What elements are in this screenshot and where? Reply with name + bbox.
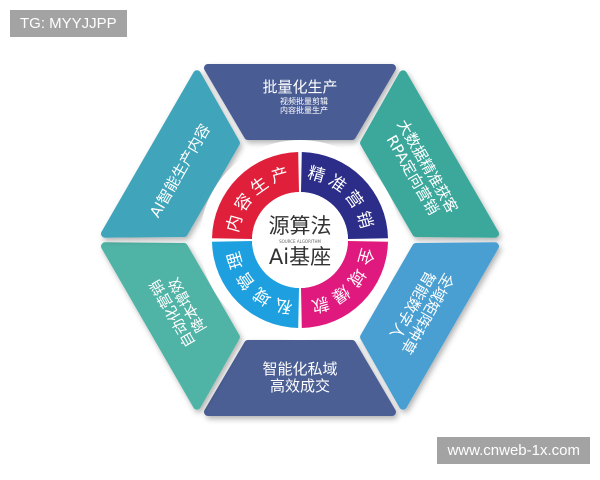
center-label: Ai基座: [269, 245, 331, 269]
quadrant-0: [212, 152, 299, 239]
center-title: 源算法: [269, 214, 332, 238]
quadrant-1: [301, 152, 388, 239]
quadrant-3: [212, 241, 299, 328]
segment-1: [360, 70, 499, 238]
segment-0: [204, 64, 396, 140]
segment-5: [101, 70, 240, 238]
segment-subtitle: 视频批量剪辑: [280, 96, 328, 106]
watermark-top: TG: MYYJJPP: [10, 10, 127, 37]
segment-4: [101, 242, 240, 410]
segment-3: [204, 340, 396, 416]
segment-title: 高效成交: [270, 377, 330, 395]
quadrant-2: [301, 241, 388, 328]
segment-2: [360, 242, 499, 410]
segment-title: 智能化私域: [262, 360, 337, 378]
watermark-bottom: www.cnweb-1x.com: [437, 437, 590, 464]
center-subtitle: SOURCE ALGORITHM: [279, 239, 321, 244]
segment-subtitle: 内容批量生产: [280, 105, 328, 115]
segment-title: 批量化生产: [262, 78, 337, 96]
center-circle: [252, 192, 348, 288]
